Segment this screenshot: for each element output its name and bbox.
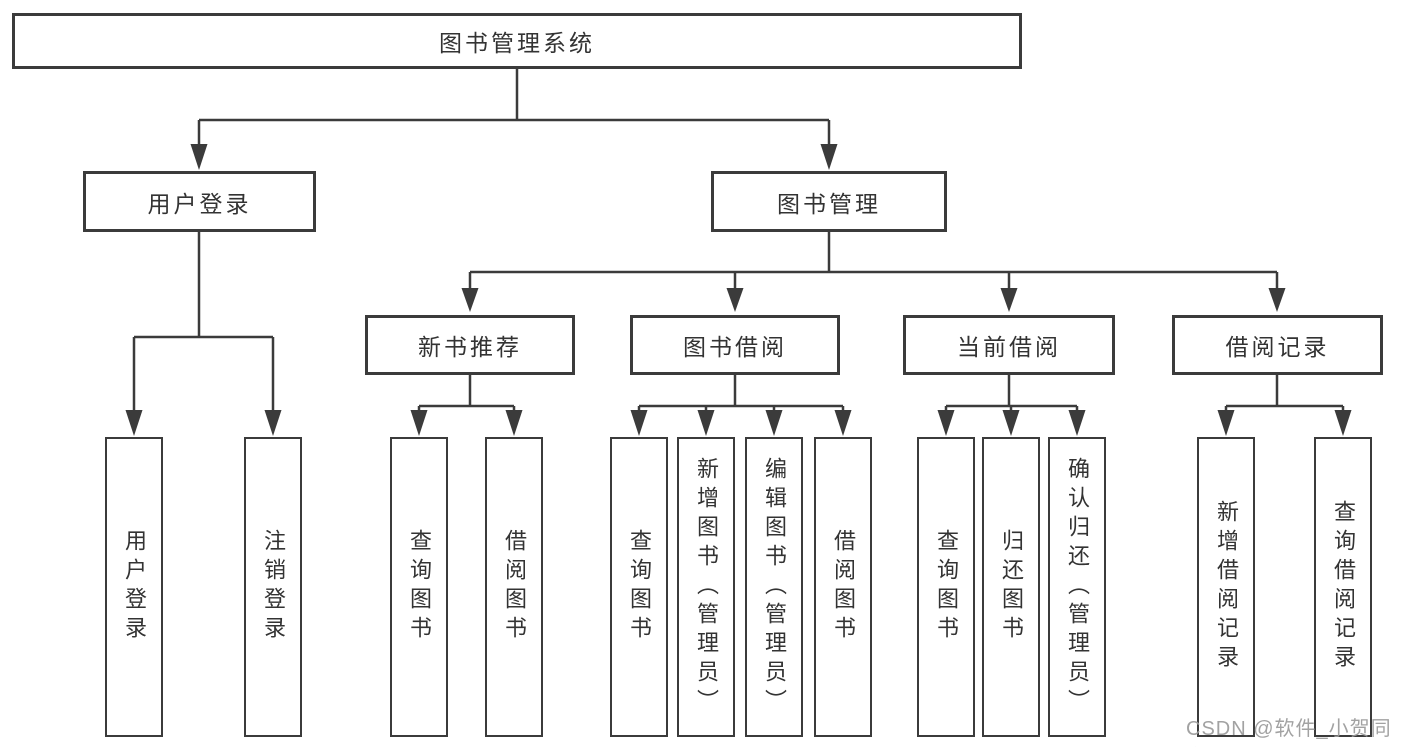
node-book-borrowing: 图书借阅 — [630, 315, 840, 375]
leaf-logout-login: 注销登录 — [244, 437, 302, 737]
leaf-add-books-admin: 新增图书（管理员） — [677, 437, 735, 737]
leaf-borrow-books-recommend: 借阅图书 — [485, 437, 543, 737]
leaf-query-books-borrowing: 查询图书 — [610, 437, 668, 737]
leaf-user-login: 用户登录 — [105, 437, 163, 737]
leaf-confirm-return-admin: 确认归还（管理员） — [1048, 437, 1106, 737]
leaf-query-books-recommend: 查询图书 — [390, 437, 448, 737]
node-user-login-branch: 用户登录 — [83, 171, 316, 232]
arrowheads — [125, 144, 1352, 436]
node-borrowing-records: 借阅记录 — [1172, 315, 1383, 375]
node-current-borrowing: 当前借阅 — [903, 315, 1115, 375]
leaf-add-borrow-record: 新增借阅记录 — [1197, 437, 1255, 737]
leaf-query-books-current: 查询图书 — [917, 437, 975, 737]
node-book-management-branch: 图书管理 — [711, 171, 947, 232]
leaf-return-books: 归还图书 — [982, 437, 1040, 737]
leaf-query-borrow-record: 查询借阅记录 — [1314, 437, 1372, 737]
watermark: CSDN @软件_小贺同学 — [1186, 718, 1392, 740]
leaf-borrow-books: 借阅图书 — [814, 437, 872, 737]
node-library-system: 图书管理系统 — [12, 13, 1022, 69]
leaf-edit-books-admin: 编辑图书（管理员） — [745, 437, 803, 737]
node-new-book-recommendation: 新书推荐 — [365, 315, 575, 375]
